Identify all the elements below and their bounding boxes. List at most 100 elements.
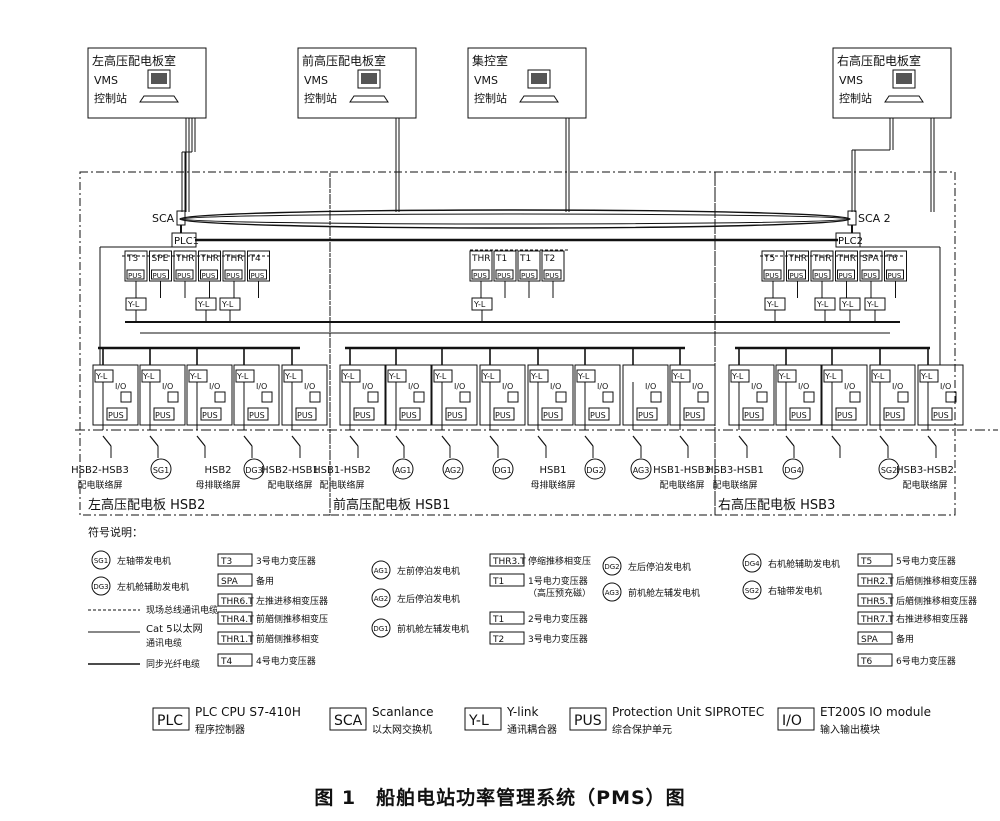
bus-hsb1_hsb2-sub: 配电联络屏 bbox=[319, 479, 364, 491]
bay-ylink bbox=[919, 369, 939, 383]
left-transformer-pus bbox=[249, 269, 267, 280]
legend-ag1-desc: 左前停泊发电机 bbox=[397, 565, 460, 577]
room-box bbox=[832, 47, 952, 119]
bay-io-label: I/O bbox=[209, 382, 220, 391]
room-title: 前高压配电板室 bbox=[302, 53, 386, 68]
sca-right-label: SCA 2 bbox=[858, 212, 891, 225]
bay-io-label: I/O bbox=[408, 382, 419, 391]
bus-hsb1-sub: 母排联络屏 bbox=[530, 479, 575, 491]
legend-thr3-box bbox=[489, 553, 525, 567]
gen-dg1-circle bbox=[492, 458, 514, 480]
legend-dg3-desc: 左机舱辅助发电机 bbox=[117, 581, 189, 593]
bay-io-box bbox=[459, 391, 471, 403]
breaker-switch bbox=[879, 435, 889, 447]
symbol-0-name: PLC CPU S7-410H bbox=[195, 705, 301, 719]
bay-ylink-label: Y-L bbox=[284, 372, 297, 381]
legend-thr1-desc: 前艏侧推移相变 bbox=[256, 633, 319, 645]
left-transformer-pus bbox=[126, 269, 145, 280]
bay-cubicle bbox=[385, 364, 432, 426]
bay-ylink bbox=[529, 369, 549, 383]
bay-cubicle bbox=[186, 364, 233, 426]
bay-io-box bbox=[697, 391, 709, 403]
bay-pus-label: PUS bbox=[401, 411, 417, 420]
computer-screen-icon bbox=[361, 73, 377, 84]
legend-thr2-desc: 后艏侧推移相变压器 bbox=[896, 575, 977, 587]
legend-thr1-code: THR1.T bbox=[220, 635, 254, 645]
symbol-1-desc: 以太网交换机 bbox=[372, 723, 432, 736]
legend-title: 符号说明： bbox=[88, 525, 143, 539]
bay-io-label: I/O bbox=[362, 382, 373, 391]
bus-hsb3_hsb1-label: HSB3-HSB1 bbox=[706, 465, 764, 476]
legend-spa2-box bbox=[857, 631, 893, 645]
bay-cubicle bbox=[917, 364, 964, 426]
bay-io-box bbox=[555, 391, 567, 403]
bay-io-box bbox=[849, 391, 861, 403]
legend-line2a: Cat 5以太网 bbox=[146, 622, 203, 635]
left-transformer-tag: SPE bbox=[152, 254, 169, 264]
mid-transformer-tag: THR bbox=[471, 254, 491, 264]
ylink-label: Y-L bbox=[127, 300, 140, 309]
bay-pus bbox=[399, 407, 421, 421]
bay-ylink bbox=[433, 369, 453, 383]
symbol-0-box bbox=[152, 707, 190, 731]
legend-spa-code: SPA bbox=[221, 577, 239, 587]
bay-pus-label: PUS bbox=[837, 411, 853, 420]
bay-ylink-label: Y-L bbox=[388, 372, 401, 381]
room-station: 控制站 bbox=[304, 91, 337, 105]
bay-io-box bbox=[120, 391, 132, 403]
plc-right-label: PLC2 bbox=[838, 236, 863, 247]
room-title: 集控室 bbox=[472, 53, 508, 68]
bus-hsb3_hsb2-sub: 配电联络屏 bbox=[902, 479, 947, 491]
bay-pus bbox=[295, 407, 317, 421]
bay-pus-label: PUS bbox=[249, 411, 265, 420]
figure-caption: 图 1 船舶电站功率管理系统（PMS）图 bbox=[314, 787, 686, 809]
legend-dg3-code: DG3 bbox=[93, 583, 108, 591]
bay-cubicle bbox=[821, 364, 868, 426]
bus-hsb1_hsb2-label: HSB1-HSB2 bbox=[313, 465, 371, 476]
bay-cubicle bbox=[728, 364, 775, 426]
bay-pus-label: PUS bbox=[495, 411, 511, 420]
legend-thr6-code: THR6.T bbox=[220, 597, 254, 607]
gen-dg1-label: DG1 bbox=[494, 466, 511, 475]
bay-pus-label: PUS bbox=[355, 411, 371, 420]
legend-spa2-code: SPA bbox=[861, 635, 879, 645]
legend-t5-box bbox=[857, 553, 893, 567]
right-transformer-pus bbox=[812, 269, 831, 280]
bay-io-label: I/O bbox=[645, 382, 656, 391]
left-transformer-tag: THR bbox=[175, 254, 195, 264]
legend-thr4-box bbox=[217, 611, 253, 625]
bay-io-label: I/O bbox=[940, 382, 951, 391]
legend-t4-box bbox=[217, 653, 253, 667]
bay-ylink bbox=[823, 369, 843, 383]
bay-ylink bbox=[235, 369, 255, 383]
legend-ag1-circle bbox=[371, 560, 391, 580]
right-transformer-pus-label: PUS bbox=[888, 272, 902, 280]
legend-t3-desc: 3号电力变压器 bbox=[256, 555, 316, 567]
legend-sg2-circle bbox=[742, 580, 762, 600]
bay-io-box bbox=[413, 391, 425, 403]
symbol-4-desc: 输入输出模块 bbox=[820, 723, 880, 736]
bay-pus-label: PUS bbox=[543, 411, 559, 420]
bay-io-label: I/O bbox=[162, 382, 173, 391]
keyboard-icon bbox=[139, 95, 179, 103]
bay-pus bbox=[683, 407, 705, 421]
plc-left-box bbox=[171, 232, 197, 248]
legend-ag2-code: AG2 bbox=[374, 595, 389, 603]
ethernet-ring bbox=[179, 209, 851, 229]
computer-screen-icon bbox=[896, 73, 912, 84]
breaker-switch bbox=[349, 435, 359, 447]
left-transformer-tag: T3 bbox=[126, 254, 138, 264]
right-transformer-tag: THR bbox=[812, 254, 832, 264]
bay-pus-label: PUS bbox=[590, 411, 606, 420]
bay-cubicle bbox=[669, 364, 716, 426]
right-transformer-pus-label: PUS bbox=[839, 272, 853, 280]
symbol-4-name: ET200S IO module bbox=[820, 705, 931, 719]
room-vms: VMS bbox=[474, 74, 498, 87]
legend-t3-code: T3 bbox=[220, 557, 232, 567]
symbol-2-desc: 通讯耦合器 bbox=[507, 723, 557, 736]
bay-pus bbox=[445, 407, 467, 421]
legend-sg1-desc: 左轴带发电机 bbox=[117, 555, 171, 567]
bay-io-box bbox=[945, 391, 957, 403]
bay-ylink bbox=[777, 369, 797, 383]
